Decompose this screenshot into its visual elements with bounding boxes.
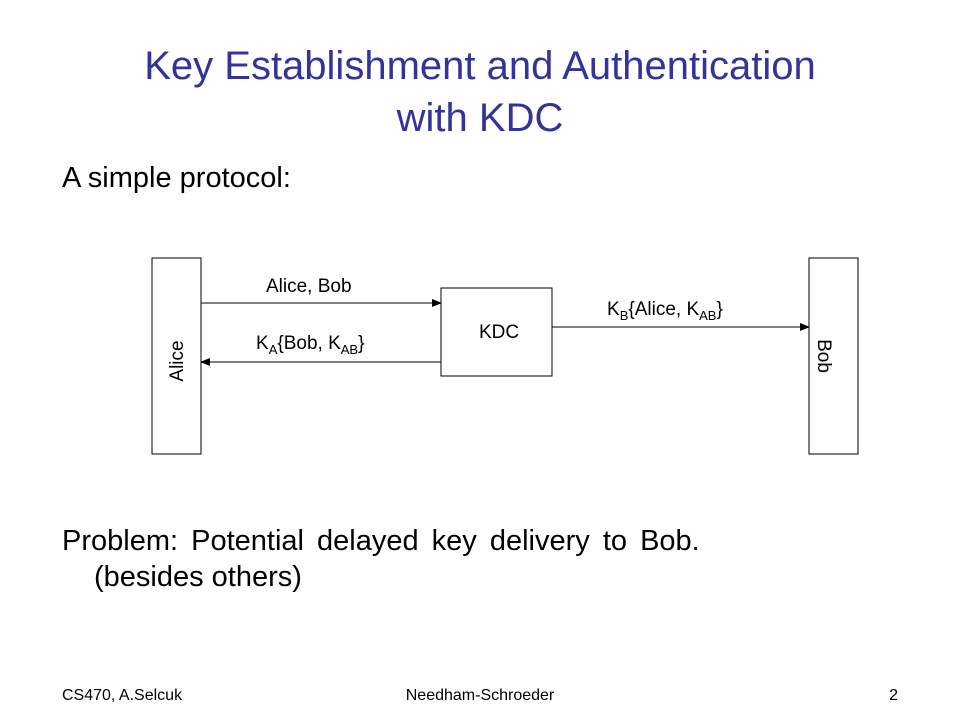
msg-kb-key2-sub: AB [699,308,716,323]
slide-title-line-1: Key Establishment and Authentication [144,44,816,88]
msg-kb-key: K [607,299,620,320]
msg-ka-key2-sub: AB [341,342,358,357]
msg-kb-open: {Alice, [628,299,686,320]
msg-kb-label: KB{Alice, KAB} [607,299,723,323]
msg-ka-key-sub: A [269,342,278,357]
footer-page-number: 2 [889,687,898,704]
kdc-box [440,287,553,377]
alice-label: Alice [167,340,188,381]
msg-ka-key: K [256,333,269,354]
footer-author: CS470, A.Selcuk [62,687,183,704]
msg-ka-close: } [358,333,364,354]
msg-kb-key-sub: B [620,308,629,323]
bob-label: Bob [813,339,834,373]
problem-line-2: (besides others) [94,561,302,593]
slide-title: Key Establishment and Authentication wit… [0,40,960,144]
msg-ka-open: {Bob, [277,333,328,354]
msg-ka-key2: K [328,333,341,354]
msg-kb-key2: K [686,299,699,320]
intro-text: A simple protocol: [62,162,291,194]
msg-alice-bob-label: Alice, Bob [266,276,352,297]
problem-text: Problem: Potential delayed key delivery … [62,523,700,595]
alice-box [151,257,202,455]
msg-ka-label: KA{Bob, KAB} [256,333,364,357]
slide-title-line-2: with KDC [396,96,564,140]
bob-box [808,257,859,455]
kdc-label: KDC [479,322,519,343]
footer-topic: Needham-Schroeder [405,687,555,704]
msg-kb-close: } [716,299,722,320]
problem-line-1: Problem: Potential delayed key delivery … [62,525,700,557]
